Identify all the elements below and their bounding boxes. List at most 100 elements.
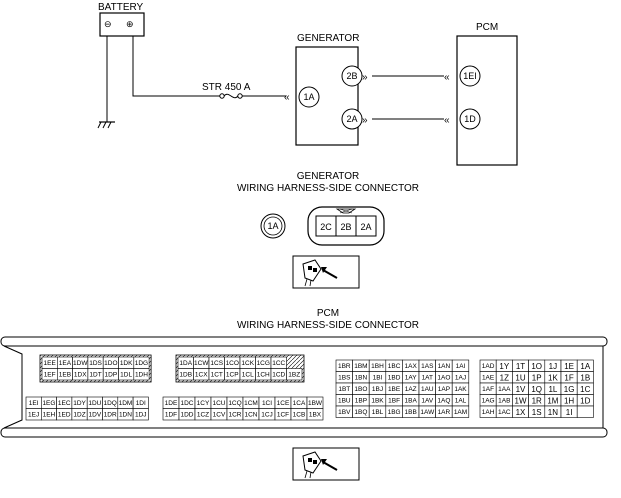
- pcm-pin-1ba: 1BA: [405, 398, 418, 405]
- pcm-pin-1bc: 1BC: [388, 363, 401, 370]
- pcm-box: [456, 35, 518, 166]
- pcm-pin-1ad: 1AD: [482, 363, 495, 370]
- gen-connector-single-inner: [263, 216, 283, 236]
- pcm-pin-1at: 1AT: [422, 375, 433, 382]
- pcm-pin-1dk: 1DK: [120, 360, 133, 367]
- pcm-pin-1h: 1H: [564, 396, 574, 405]
- pcm-pin-1db: 1DB: [179, 372, 192, 379]
- pcm-pin-1ct: 1CT: [211, 372, 223, 379]
- generator-terminal-1a-label: 1A: [303, 92, 314, 102]
- pcm-pin-1x: 1X: [516, 408, 526, 417]
- connector-arrow-1ei: «: [444, 72, 450, 83]
- pcm-pin-1ab: 1AB: [498, 398, 510, 405]
- pcm-pin-1cf: 1CF: [277, 412, 289, 419]
- generator-terminal-2b: [341, 65, 363, 87]
- pcm-pin-1dy: 1DY: [73, 400, 86, 407]
- pcm-pin-1cr: 1CR: [228, 412, 241, 419]
- pcm-pin-1as: 1AS: [421, 363, 434, 370]
- pcm-pin-1av: 1AV: [421, 398, 433, 405]
- pcm-pin-1bi: 1BI: [373, 375, 383, 382]
- generator-terminal-2a-label: 2A: [346, 114, 357, 124]
- pcm-pin-1d: 1D: [580, 396, 590, 405]
- pcm-pin-1an: 1AN: [438, 363, 451, 370]
- pcm-pin-1ar: 1AR: [438, 409, 451, 416]
- pcm-pin-1bz: 1BZ: [288, 372, 300, 379]
- pcm-pin-1cm: 1CM: [244, 400, 258, 407]
- pcm-pin-1dw: 1DW: [73, 360, 88, 367]
- pcm-pin-1bv: 1BV: [338, 409, 351, 416]
- battery-positive-wire: [132, 36, 220, 97]
- pcm-pin-1aj: 1AJ: [455, 375, 466, 382]
- pcm-pin-1l: 1L: [548, 385, 557, 394]
- pcm-pin-1cs: 1CS: [210, 360, 223, 367]
- pcm-connector-subtitle: WIRING HARNESS-SIDE CONNECTOR: [237, 320, 419, 331]
- pcm-pin-1ei: 1EI: [29, 400, 39, 407]
- pcm-pin-1q: 1Q: [531, 385, 542, 394]
- pcm-pin-1y: 1Y: [499, 362, 509, 371]
- pcm-pin-1ap: 1AP: [438, 386, 450, 393]
- pcm-terminal-1ei: [459, 65, 481, 87]
- pcm-pin-1bn: 1BN: [355, 375, 368, 382]
- pcm-terminal-1d: [459, 108, 481, 130]
- pcm-pin-1eh: 1EH: [43, 412, 56, 419]
- pcm-pin-1cq: 1CQ: [228, 400, 241, 407]
- pcm-pin-1ak: 1AK: [454, 386, 467, 393]
- battery-symbol: [99, 12, 145, 37]
- pcm-pin-1z: 1Z: [500, 373, 509, 382]
- fuse-symbol: [219, 93, 243, 99]
- pcm-pin-1ah: 1AH: [482, 409, 495, 416]
- pcm-pin-1f: 1F: [564, 373, 573, 382]
- pcm-pin-1b: 1B: [580, 373, 590, 382]
- pcm-pin-1dt: 1DT: [89, 372, 101, 379]
- pcm-pin-1ce: 1CE: [277, 400, 290, 407]
- gen-connector-pin-2a: 2A: [360, 222, 371, 232]
- pcm-pin-1di: 1DI: [136, 400, 146, 407]
- pcm-pin-1ed: 1ED: [58, 412, 71, 419]
- pcm-pin-1aq: 1AQ: [437, 398, 450, 405]
- pcm-pin-1co: 1CO: [226, 360, 239, 367]
- pcm-pin-1cy: 1CY: [197, 400, 210, 407]
- pcm-pin-1bs: 1BS: [338, 375, 351, 382]
- gen-connector-title: GENERATOR: [297, 171, 359, 182]
- pcm-pin-1r: 1R: [532, 396, 542, 405]
- pcm-pin-1da: 1DA: [179, 360, 192, 367]
- connector-orientation-icon-pcm: [292, 447, 360, 481]
- pcm-pin-cell: [133, 368, 150, 381]
- pcm-pin-1cb: 1CB: [293, 412, 306, 419]
- battery-label: BATTERY: [98, 2, 144, 13]
- pcm-pin-1bh: 1BH: [371, 363, 384, 370]
- pcm-pin-1m: 1M: [547, 396, 558, 405]
- pcm-pin-1ef: 1EF: [44, 372, 56, 379]
- pcm-pin-1dv: 1DV: [89, 412, 102, 419]
- pcm-pin-1bw: 1BW: [308, 400, 323, 407]
- generator-terminal-2a: [341, 108, 363, 130]
- connector-orientation-icon: [292, 255, 360, 289]
- pcm-pin-1ay: 1AY: [405, 375, 417, 382]
- pcm-pin-1am: 1AM: [454, 409, 467, 416]
- generator-label: GENERATOR: [297, 33, 359, 44]
- pcm-pin-1cj: 1CJ: [261, 412, 273, 419]
- pcm-pin-1dq: 1DQ: [103, 400, 116, 407]
- gen-connector-single-label: 1A: [267, 221, 278, 231]
- ground-symbol: [97, 121, 115, 129]
- pcm-pin-1ai: 1AI: [456, 363, 466, 370]
- pcm-pin-1c: 1C: [580, 385, 590, 394]
- pcm-pin-1n: 1N: [548, 408, 558, 417]
- pcm-pin-1az: 1AZ: [405, 386, 417, 393]
- pcm-pin-1cx: 1CX: [195, 372, 208, 379]
- pcm-pin-1v: 1V: [516, 385, 526, 394]
- pcm-pin-cell: [306, 408, 324, 421]
- pcm-pin-1dc: 1DC: [180, 400, 193, 407]
- pcm-terminal-1d-label: 1D: [464, 114, 476, 124]
- pcm-pin-1bp: 1BP: [355, 398, 367, 405]
- pcm-pin-1a: 1A: [580, 362, 590, 371]
- connector-arrow-2a: »: [362, 115, 368, 126]
- pcm-pin-1bf: 1BF: [388, 398, 400, 405]
- pcm-pin-1ck: 1CK: [241, 360, 254, 367]
- pcm-pin-1ax: 1AX: [405, 363, 418, 370]
